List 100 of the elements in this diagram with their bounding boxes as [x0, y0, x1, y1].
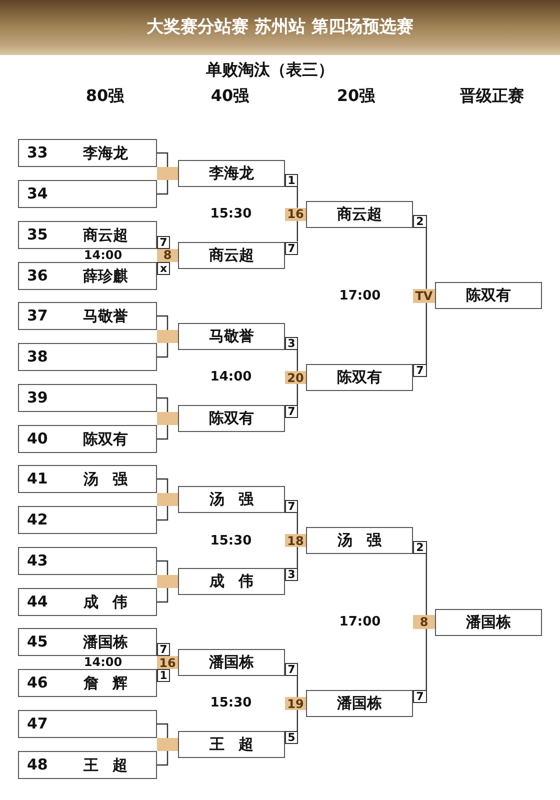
- score-box: 7: [413, 364, 427, 377]
- seed-number: 44: [27, 594, 48, 610]
- player-name: 汤 强: [209, 492, 254, 507]
- match-tag: 8: [413, 615, 435, 629]
- player-box: [18, 139, 157, 167]
- seed-number: 40: [27, 432, 48, 446]
- player-box: [178, 568, 285, 595]
- match-tag: [157, 738, 178, 751]
- bracket-line: [426, 554, 427, 615]
- player-name: 成 伟: [83, 594, 128, 610]
- bracket-line: [296, 547, 298, 568]
- player-box: [18, 221, 157, 249]
- match-tag: 16: [157, 656, 178, 669]
- match-time: 14:00: [84, 249, 122, 261]
- title-text: 大奖赛分站赛 苏州站 第四场预选赛: [146, 19, 414, 36]
- player-box: [18, 669, 157, 697]
- seed-number: 42: [27, 512, 48, 528]
- player-name: 汤 强: [337, 533, 382, 548]
- player-box: [306, 364, 413, 391]
- player-box: [306, 690, 413, 717]
- player-name: 潘国栋: [83, 634, 128, 650]
- bracket-line: [157, 751, 168, 766]
- player-box: [306, 200, 413, 228]
- match-time: 15:30: [210, 696, 252, 710]
- bracket-line: [157, 315, 168, 330]
- match-tag: [157, 167, 178, 180]
- bracket-line: [426, 629, 427, 690]
- player-name: 詹 辉: [83, 676, 128, 690]
- player-box: [178, 242, 285, 268]
- player-box: [18, 425, 157, 453]
- score-box: 5: [285, 731, 298, 744]
- player-box: [178, 323, 285, 350]
- seed-number: 48: [27, 758, 48, 772]
- player-box: [18, 547, 157, 575]
- score-box: 7: [285, 663, 298, 676]
- bracket-line: [426, 228, 427, 289]
- bracket-line: [157, 397, 168, 412]
- player-name: 潘国栋: [209, 655, 254, 670]
- player-box: [18, 180, 157, 208]
- bracket-line: [157, 152, 168, 167]
- match-tag: [157, 575, 178, 588]
- player-name: 王 超: [83, 758, 128, 772]
- score-box: 1: [157, 669, 170, 682]
- bracket-line: [296, 513, 298, 534]
- bracket-line: [157, 723, 168, 738]
- player-box: [18, 465, 157, 493]
- score-box: x: [157, 262, 170, 274]
- seed-number: 47: [27, 716, 48, 732]
- match-time: 17:00: [339, 290, 381, 302]
- bracket-line: [296, 676, 298, 697]
- player-name: 陈双有: [337, 370, 382, 385]
- player-box: [178, 160, 285, 187]
- match-tag: [157, 412, 178, 425]
- score-box: 3: [285, 337, 298, 350]
- match-tag: TV: [413, 288, 435, 303]
- player-name: 薛珍麒: [83, 268, 128, 284]
- player-box: [178, 486, 285, 513]
- score-box: 7: [413, 690, 427, 703]
- player-name: 商云超: [209, 248, 254, 262]
- seed-number: 38: [27, 350, 48, 364]
- player-box: [18, 588, 157, 616]
- match-tag: [157, 493, 178, 506]
- bracket-line: [157, 180, 168, 195]
- player-box: [178, 649, 285, 676]
- round-heading: 40强: [210, 88, 250, 104]
- player-box: [18, 506, 157, 534]
- match-tag: [157, 330, 178, 343]
- seed-number: 33: [27, 146, 48, 160]
- bracket-line: [157, 425, 168, 440]
- match-time: 15:30: [210, 208, 252, 220]
- round-heading: 20强: [336, 88, 376, 104]
- bracket-line: [296, 187, 298, 208]
- bracket-line: [296, 384, 298, 405]
- score-box: 7: [285, 405, 298, 418]
- bracket-line: [157, 560, 168, 575]
- player-box: [18, 343, 157, 371]
- player-name: 汤 强: [83, 472, 128, 486]
- player-box: [18, 751, 157, 779]
- match-time: 14:00: [84, 656, 122, 668]
- match-time: 15:30: [210, 534, 252, 548]
- player-box: [178, 405, 285, 432]
- bracket-line: [157, 478, 168, 493]
- player-name: 商云超: [83, 228, 128, 242]
- player-name: 王 超: [209, 737, 254, 752]
- seed-number: 36: [27, 268, 48, 284]
- player-box: [18, 628, 157, 656]
- player-name: 李海龙: [83, 146, 128, 160]
- seed-number: 41: [27, 472, 48, 486]
- bracket-line: [157, 506, 168, 521]
- match-tag: 19: [285, 697, 306, 710]
- player-name: 商云超: [337, 206, 382, 222]
- round-heading: 晋级正赛: [460, 88, 524, 104]
- score-box: 7: [157, 236, 170, 248]
- player-name: 李海龙: [209, 166, 254, 181]
- score-box: 3: [285, 568, 298, 581]
- bracket-line: [157, 588, 168, 603]
- player-name: 成 伟: [209, 574, 254, 589]
- match-tag: 18: [285, 534, 306, 547]
- player-name: 陈双有: [466, 288, 511, 304]
- bracket-line: [426, 302, 427, 364]
